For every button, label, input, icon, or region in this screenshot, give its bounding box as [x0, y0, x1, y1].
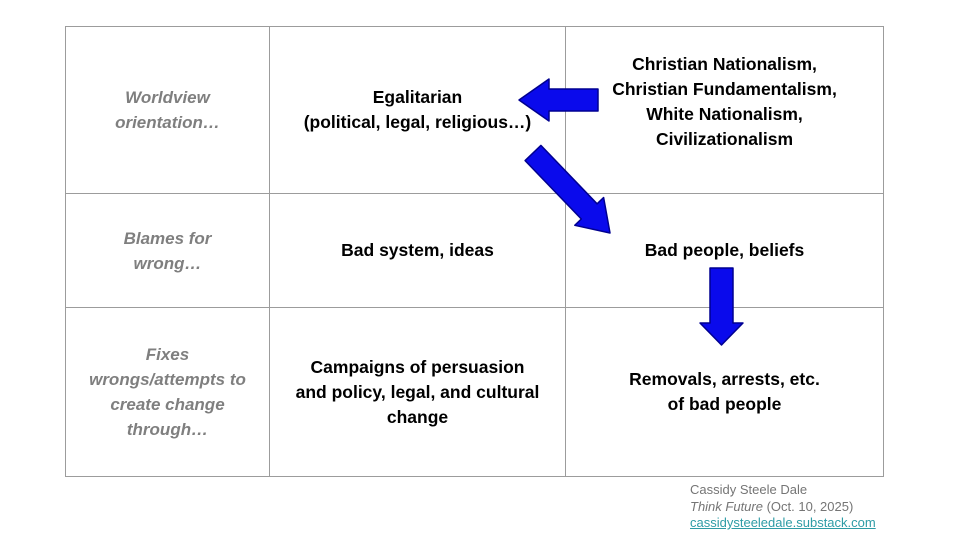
cell-egalitarian-blames-text: Bad system, ideas: [341, 240, 494, 260]
substack-link[interactable]: cassidysteeledale.substack.com: [690, 515, 876, 530]
comparison-table: Worldview orientation… Egalitarian (poli…: [65, 26, 884, 477]
attribution-date: (Oct. 10, 2025): [762, 498, 854, 514]
cell-egalitarian-fixes: Campaigns of persuasion and policy, lega…: [270, 308, 566, 476]
row-header-worldview-orientation-label: Worldview orientation…: [115, 88, 220, 132]
attribution-work-line: Think Future (Oct. 10, 2025): [690, 499, 876, 516]
attribution-work-title: Think Future: [690, 498, 763, 514]
attribution-author: Cassidy Steele Dale: [690, 482, 808, 497]
cell-nationalism-worldview: Christian Nationalism, Christian Fundame…: [566, 27, 883, 194]
cell-nationalism-fixes-text: Removals, arrests, etc. of bad people: [629, 369, 820, 414]
cell-nationalism-blames-text: Bad people, beliefs: [644, 240, 805, 260]
row-header-fixes-wrongs: Fixes wrongs/attempts to create change t…: [66, 308, 270, 476]
cell-nationalism-fixes: Removals, arrests, etc. of bad people: [566, 308, 883, 476]
row-header-worldview-orientation: Worldview orientation…: [66, 27, 270, 194]
cell-egalitarian-fixes-text: Campaigns of persuasion and policy, lega…: [295, 356, 540, 427]
row-header-fixes-wrongs-label: Fixes wrongs/attempts to create change t…: [89, 345, 246, 439]
cell-egalitarian-worldview: Egalitarian (political, legal, religious…: [270, 27, 566, 194]
row-header-blames-for-wrong-label: Blames for wrong…: [123, 228, 212, 273]
cell-nationalism-blames: Bad people, beliefs: [566, 194, 883, 308]
cell-egalitarian-blames: Bad system, ideas: [270, 194, 566, 308]
attribution-block: Cassidy Steele Dale Think Future (Oct. 1…: [690, 482, 876, 532]
cell-nationalism-worldview-text: Christian Nationalism, Christian Fundame…: [612, 54, 837, 149]
row-header-blames-for-wrong: Blames for wrong…: [66, 194, 270, 308]
cell-egalitarian-worldview-text: Egalitarian (political, legal, religious…: [303, 87, 532, 132]
